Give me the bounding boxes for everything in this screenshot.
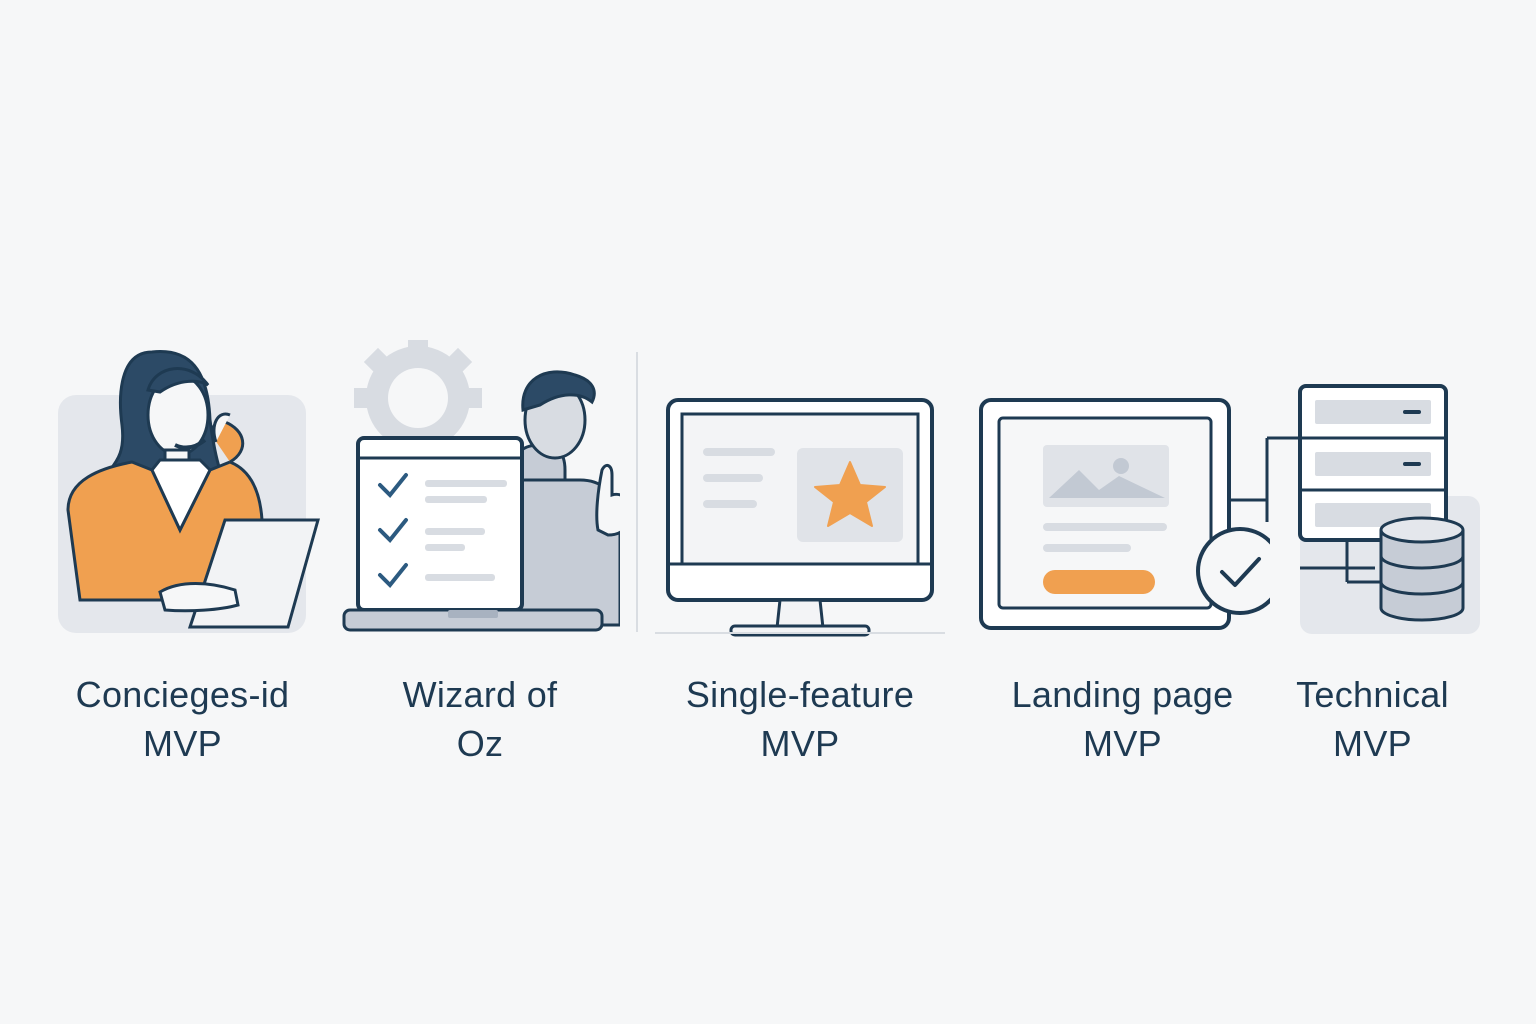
person-on-phone-with-tablet-icon [58,350,320,633]
single-feature-mvp-item: Single-feature MVP [655,330,945,780]
item-caption: Concieges-id MVP [40,670,325,768]
caption-line-2: MVP [760,723,840,764]
caption-line-1: Wizard of [402,674,558,715]
server-stack-with-database-icon [1265,384,1480,634]
caption-line-1: Landing page [1011,674,1234,715]
caption-line-1: Technical [1296,674,1449,715]
monitor-with-star-icon [655,398,945,637]
caption-line-2: MVP [1333,723,1412,764]
caption-line-2: MVP [143,723,222,764]
technical-mvp-item: Technical MVP [1255,330,1490,780]
concierge-mvp-item: Concieges-id MVP [40,330,325,780]
divider-line [636,352,638,632]
wizard-of-oz-item: Wizard of Oz [340,330,620,780]
item-caption: Landing page MVP [975,670,1270,768]
caption-line-2: MVP [1083,723,1162,764]
item-caption: Wizard of Oz [340,670,620,768]
caption-line-1: Single-feature [685,674,915,715]
caption-line-1: Concieges-id [75,674,290,715]
landing-page-mvp-item: Landing page MVP [975,330,1270,780]
item-caption: Single-feature MVP [655,670,945,768]
laptop-checklist-with-person-icon [342,340,620,632]
caption-line-2: Oz [456,723,504,764]
item-caption: Technical MVP [1255,670,1490,768]
browser-landing-page-with-check-icon [979,398,1270,630]
